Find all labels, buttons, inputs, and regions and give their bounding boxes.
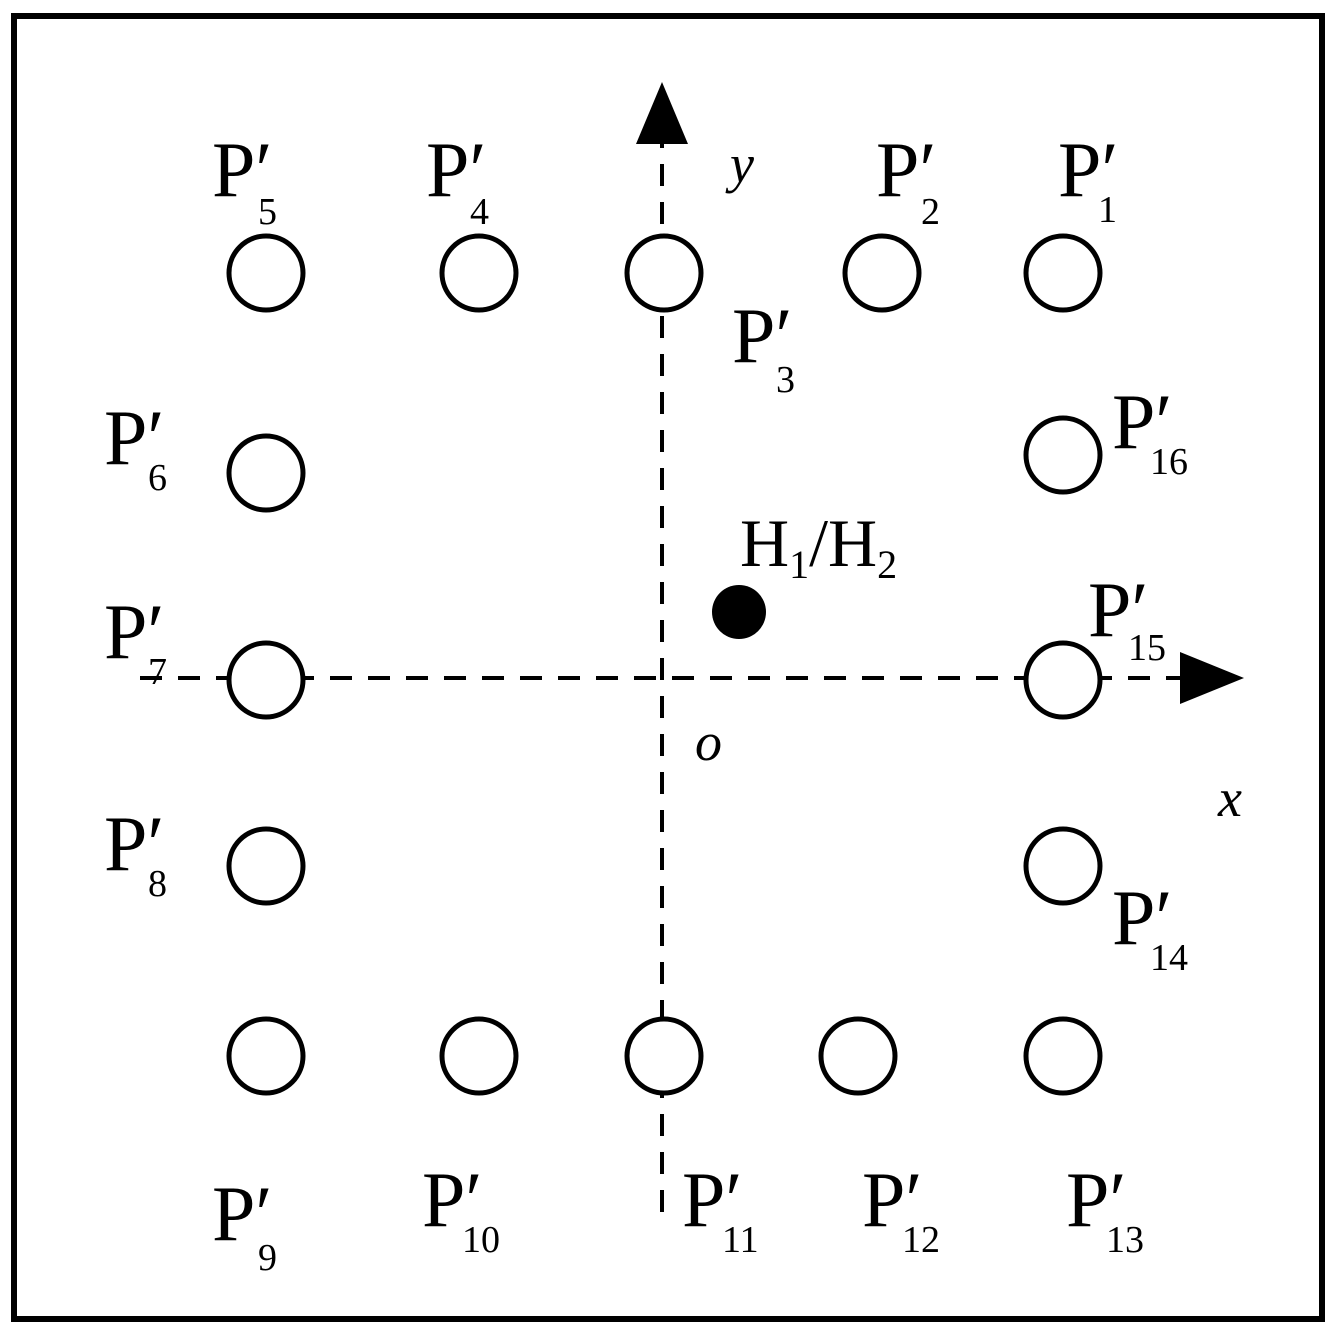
probe-ring-4 bbox=[439, 233, 519, 313]
point-label-16-main: P′ bbox=[1112, 378, 1172, 465]
point-labels: P′ 1 P′ 2 P′ 3 P′ 4 P′ 5 P′ 6 P′ 7 P′ 8 bbox=[104, 126, 1188, 1279]
point-label-5-sub: 5 bbox=[258, 191, 277, 233]
point-label-7-sub: 7 bbox=[148, 651, 167, 693]
point-label-8-sub: 8 bbox=[148, 863, 167, 905]
point-label-7-main: P′ bbox=[104, 588, 164, 675]
point-label-7: P′ 7 bbox=[104, 588, 167, 693]
h1-h-text: H bbox=[740, 505, 789, 581]
point-label-8: P′ 8 bbox=[104, 800, 167, 905]
h2-h-text: /H bbox=[809, 505, 877, 581]
point-label-3-main: P′ bbox=[732, 292, 792, 379]
point-label-9-main: P′ bbox=[212, 1170, 272, 1257]
point-label-10: P′ 10 bbox=[422, 1156, 500, 1261]
point-label-10-sub: 10 bbox=[462, 1219, 500, 1261]
y-axis-label: y bbox=[725, 134, 754, 194]
h1-h2-label: H1/H2 bbox=[740, 505, 897, 587]
h1-subscript: 1 bbox=[789, 542, 809, 587]
point-label-13-main: P′ bbox=[1066, 1156, 1126, 1243]
point-label-11: P′ 11 bbox=[682, 1156, 759, 1261]
point-label-11-sub: 11 bbox=[722, 1219, 759, 1261]
h1-h2-dot bbox=[712, 585, 766, 639]
point-label-4-main: P′ bbox=[426, 126, 486, 213]
probe-ring-5 bbox=[226, 233, 306, 313]
point-label-13: P′ 13 bbox=[1066, 1156, 1144, 1261]
probe-points bbox=[226, 233, 1103, 1096]
h2-subscript: 2 bbox=[877, 542, 897, 587]
point-label-5-main: P′ bbox=[212, 126, 272, 213]
point-label-14-main: P′ bbox=[1112, 874, 1172, 961]
origin-label: o bbox=[695, 712, 722, 772]
probe-ring-16 bbox=[1023, 415, 1103, 495]
probe-ring-13 bbox=[1023, 1016, 1103, 1096]
point-label-15-main: P′ bbox=[1088, 566, 1148, 653]
point-label-3-sub: 3 bbox=[776, 359, 795, 401]
point-label-5: P′ 5 bbox=[212, 126, 277, 233]
point-label-12-main: P′ bbox=[862, 1156, 922, 1243]
probe-ring-14 bbox=[1023, 826, 1103, 906]
point-label-16: P′ 16 bbox=[1112, 378, 1188, 483]
probe-ring-15 bbox=[1023, 640, 1103, 720]
x-axis-arrow-icon bbox=[1180, 652, 1244, 704]
point-label-6-sub: 6 bbox=[148, 457, 167, 499]
point-label-15: P′ 15 bbox=[1088, 566, 1166, 669]
probe-ring-6 bbox=[226, 433, 306, 513]
diagram-frame bbox=[11, 13, 1325, 1322]
point-label-6: P′ 6 bbox=[104, 394, 167, 499]
point-label-1-main: P′ bbox=[1058, 126, 1118, 213]
probe-ring-7 bbox=[226, 640, 306, 720]
probe-ring-12 bbox=[818, 1016, 898, 1096]
point-label-2-main: P′ bbox=[876, 126, 936, 213]
point-label-1: P′ 1 bbox=[1058, 126, 1118, 231]
point-label-2: P′ 2 bbox=[876, 126, 940, 233]
point-label-15-sub: 15 bbox=[1128, 627, 1166, 669]
point-label-3: P′ 3 bbox=[732, 292, 795, 401]
probe-ring-2 bbox=[842, 233, 922, 313]
point-label-9-sub: 9 bbox=[258, 1237, 277, 1279]
point-label-2-sub: 2 bbox=[921, 191, 940, 233]
point-label-14-sub: 14 bbox=[1150, 937, 1188, 979]
probe-ring-3 bbox=[624, 233, 704, 313]
probe-ring-9 bbox=[226, 1016, 306, 1096]
point-label-4: P′ 4 bbox=[426, 126, 489, 233]
point-label-12: P′ 12 bbox=[862, 1156, 940, 1261]
point-label-10-main: P′ bbox=[422, 1156, 482, 1243]
probe-ring-1 bbox=[1023, 233, 1103, 313]
point-label-6-main: P′ bbox=[104, 394, 164, 481]
probe-ring-11 bbox=[624, 1016, 704, 1096]
probe-ring-10 bbox=[439, 1016, 519, 1096]
point-label-12-sub: 12 bbox=[902, 1219, 940, 1261]
point-label-1-sub: 1 bbox=[1098, 189, 1117, 231]
point-label-8-main: P′ bbox=[104, 800, 164, 887]
probe-ring-8 bbox=[226, 826, 306, 906]
point-label-11-main: P′ bbox=[682, 1156, 742, 1243]
point-label-14: P′ 14 bbox=[1112, 874, 1188, 979]
x-axis-label: x bbox=[1217, 768, 1242, 828]
point-label-16-sub: 16 bbox=[1150, 441, 1188, 483]
point-label-9: P′ 9 bbox=[212, 1170, 277, 1279]
point-label-13-sub: 13 bbox=[1106, 1219, 1144, 1261]
y-axis-arrow-icon bbox=[636, 82, 688, 144]
point-label-4-sub: 4 bbox=[470, 191, 489, 233]
